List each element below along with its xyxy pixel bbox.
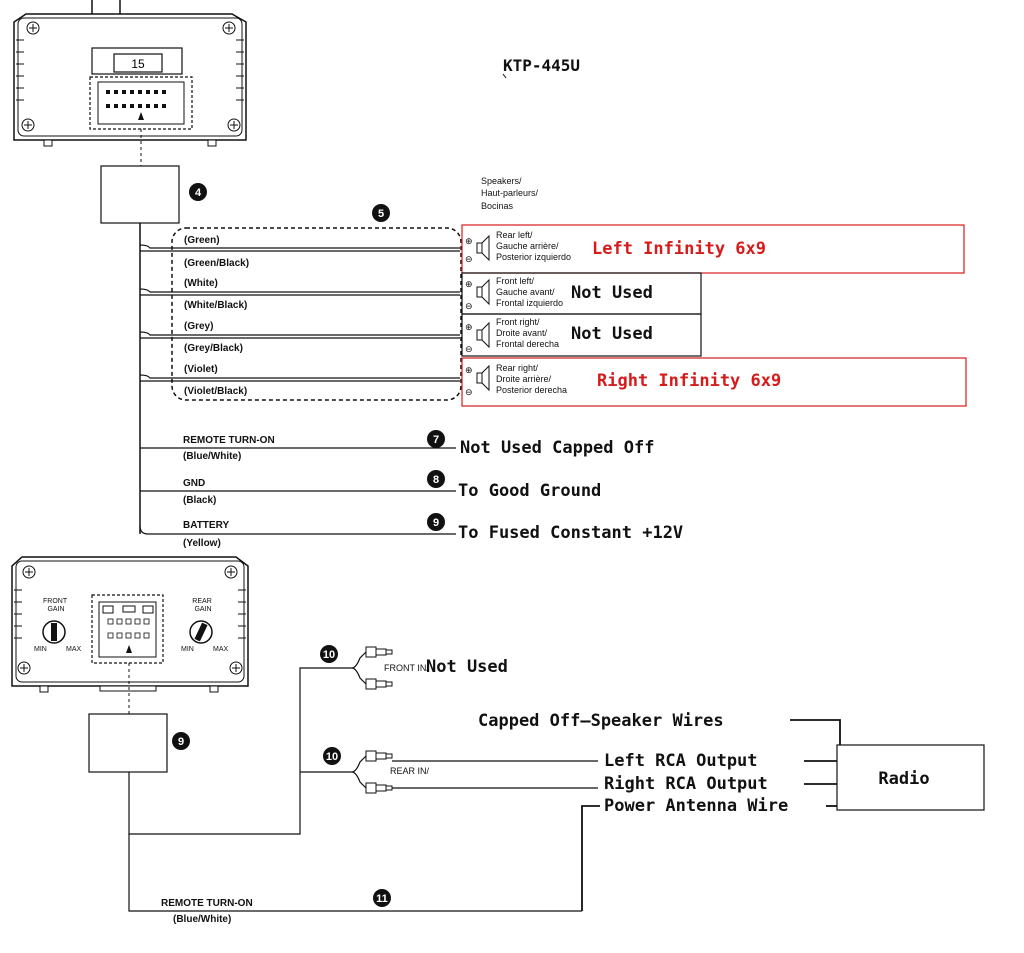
minus-icon: ⊖ [465, 387, 473, 397]
rear-in-label: REAR IN/ [390, 766, 430, 776]
annotation-left-rca: Left RCA Output [604, 751, 758, 771]
front-right-label: Front right/ Droite avant/ Frontal derec… [496, 317, 559, 349]
rear-right-label: Rear right/ Droite arrière/ Posterior de… [496, 363, 567, 395]
fuse [113, 53, 163, 73]
plus-icon: ⊕ [465, 322, 473, 332]
annotation-front-in: Not Used [426, 657, 508, 677]
annotation-front-right: Not Used [571, 324, 653, 344]
annotation-power-antenna: Power Antenna Wire [604, 796, 788, 816]
callout-10-front: 10 [323, 649, 335, 661]
rear-gain-label: REAR GAIN [192, 598, 213, 613]
callout-5: 5 [378, 208, 384, 220]
callout-4: 4 [195, 187, 202, 199]
callout-10-rear: 10 [326, 751, 338, 763]
bottom-amplifier: FRONT GAIN MIN MAX REAR GAIN MIN MAX [11, 556, 249, 714]
gnd-color-label: (Black) [183, 495, 216, 506]
rca-plug-icon [365, 646, 393, 794]
callout-8: 8 [433, 474, 439, 486]
gnd-label: GND [183, 478, 205, 489]
wire-grey-label: (Grey) [184, 321, 213, 332]
wire-white-black-label: (White/Black) [184, 300, 247, 311]
radio-label: Radio [878, 769, 929, 789]
battery-label: BATTERY [183, 520, 229, 531]
remote-bottom-color-label: (Blue/White) [173, 914, 231, 925]
annotation-rear-right: Right Infinity 6x9 [597, 371, 781, 391]
wire-green-black-label: (Green/Black) [184, 258, 249, 269]
model-title: KTP-445U [503, 56, 580, 75]
front-left-label: Front left/ Gauche avant/ Frontal izquie… [496, 276, 563, 308]
callout-9-box: 9 [178, 736, 184, 748]
rear-right-box [461, 357, 967, 407]
wire-violet-label: (Violet) [184, 364, 218, 375]
remote-label: REMOTE TURN-ON [183, 435, 275, 446]
speakers-heading: Speakers/ Haut-parleurs/ Bocinas [481, 176, 541, 211]
front-right-box [461, 313, 702, 357]
annotation-battery: To Fused Constant +12V [458, 523, 683, 543]
wire-green-label: (Green) [184, 235, 220, 246]
rear-left-box [461, 224, 965, 274]
rear-gain-min: MIN [181, 646, 194, 653]
harness-connector-9 [88, 713, 168, 773]
annotation-gnd: To Good Ground [458, 481, 601, 501]
speaker-icon [476, 234, 490, 392]
rear-gain-max: MAX [213, 646, 229, 653]
annotation-speaker-wires: Capped Off—Speaker Wires [478, 711, 724, 731]
top-amplifier: 15 [13, 0, 247, 166]
minus-icon: ⊖ [465, 344, 473, 354]
callout-9: 9 [433, 517, 439, 529]
plus-icon: ⊕ [465, 236, 473, 246]
front-gain-max: MAX [66, 646, 82, 653]
fuse-rating: 15 [131, 57, 145, 71]
harness-connector-4 [100, 165, 180, 224]
front-in-label: FRONT IN/ [384, 663, 429, 673]
callout-7: 7 [433, 434, 439, 446]
battery-color-label: (Yellow) [183, 538, 221, 549]
annotation-front-left: Not Used [571, 283, 653, 303]
remote-color-label: (Blue/White) [183, 451, 241, 462]
minus-icon: ⊖ [465, 254, 473, 264]
wire-grey-black-label: (Grey/Black) [184, 343, 243, 354]
screw-icon [17, 565, 243, 675]
wire-violet-black-label: (Violet/Black) [184, 386, 247, 397]
screw-icon [21, 21, 241, 132]
annotation-right-rca: Right RCA Output [604, 774, 768, 794]
plus-icon: ⊕ [465, 365, 473, 375]
annotation-rear-left: Left Infinity 6x9 [592, 239, 766, 259]
plus-icon: ⊕ [465, 279, 473, 289]
callout-11: 11 [376, 893, 388, 905]
minus-icon: ⊖ [465, 301, 473, 311]
front-gain-label: FRONT GAIN [43, 598, 69, 613]
front-gain-min: MIN [34, 646, 47, 653]
rear-left-label: Rear left/ Gauche arrière/ Posterior izq… [496, 230, 571, 262]
annotation-remote: Not Used Capped Off [460, 438, 654, 458]
wire-white-label: (White) [184, 278, 218, 289]
remote-bottom-label: REMOTE TURN-ON [161, 898, 253, 909]
radio-box [836, 744, 985, 811]
